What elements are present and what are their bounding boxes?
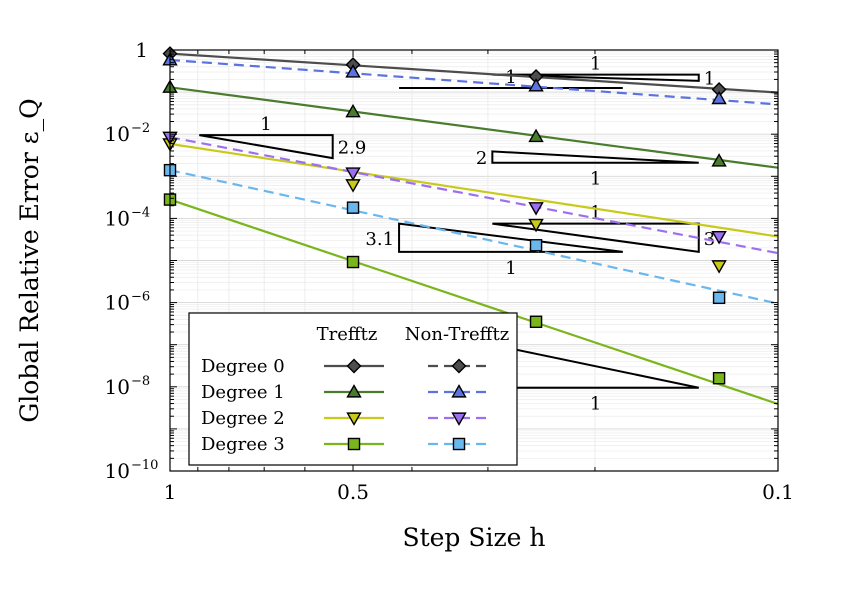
square-marker	[452, 437, 466, 451]
triangle-down-marker	[345, 167, 361, 181]
legend-header-non-trefftz: Non-Trefftz	[405, 324, 509, 345]
y-tick-label-exponent: −10	[131, 458, 158, 473]
diamond-marker	[451, 358, 467, 374]
slope-triangle	[492, 222, 700, 254]
slope-rise-label: 2	[476, 148, 487, 169]
y-tick-label-exponent: −6	[131, 290, 150, 305]
y-tick-label-exponent: −8	[131, 374, 150, 389]
series-lines	[170, 52, 778, 406]
square-marker	[712, 371, 726, 385]
series-line	[170, 86, 778, 169]
y-tick-label: 10	[105, 459, 130, 483]
triangle-down-marker	[528, 202, 544, 216]
slope-run-label: 1	[590, 54, 601, 75]
triangle-down-marker	[711, 260, 727, 274]
triangle-up-marker	[528, 78, 544, 92]
slope-run-label: 1	[590, 394, 601, 415]
triangle-up-marker	[711, 153, 727, 167]
slope-rise-label: 1	[704, 69, 715, 90]
slope-triangle	[491, 150, 699, 164]
diamond-marker	[346, 358, 362, 374]
triangle-down-marker	[528, 218, 544, 233]
square-marker	[712, 291, 726, 305]
y-tick-label: 10	[105, 122, 130, 146]
triangle-up-marker	[711, 90, 727, 105]
y-axis-label: Global Relative Error ε_Q	[15, 98, 44, 422]
slope-run-label: 1	[590, 203, 601, 224]
triangle-down-marker	[711, 231, 727, 245]
x-tick-label: 1	[164, 480, 177, 504]
slope-run-label: 1	[590, 169, 601, 190]
y-tick-label: 10	[105, 375, 130, 399]
triangle-up-marker	[528, 128, 544, 143]
series-line	[170, 136, 778, 255]
triangle-up-marker	[451, 384, 467, 398]
series-line	[170, 52, 778, 94]
y-tick-label-exponent: −2	[131, 121, 150, 136]
y-tick-label: 10	[105, 206, 130, 230]
x-tick-label: 0.5	[337, 480, 369, 504]
square-marker	[346, 255, 360, 269]
legend-label: Degree 1	[201, 382, 285, 403]
series-line	[170, 142, 778, 238]
series-line	[170, 58, 778, 106]
slope-rise-label: 3.1	[365, 229, 394, 250]
x-axis-label: Step Size h	[402, 523, 545, 552]
series-markers	[162, 46, 727, 385]
legend-header-trefftz: Trefftz	[317, 324, 378, 345]
slope-rise-label: 2.9	[338, 138, 367, 159]
series-line	[170, 169, 778, 305]
slope-triangle	[492, 73, 700, 82]
slope-run-label: 1	[260, 114, 271, 135]
slope-triangle	[398, 222, 623, 253]
legend-label: Degree 0	[201, 356, 285, 377]
legend-label: Degree 3	[201, 434, 285, 455]
legend-label: Degree 2	[201, 408, 285, 429]
triangle-up-marker	[345, 64, 361, 78]
slope-run-label: 1	[505, 258, 516, 279]
y-tick-label: 1	[135, 38, 148, 62]
square-marker	[346, 201, 360, 214]
triangle-up-marker	[346, 384, 362, 398]
square-marker	[529, 239, 543, 252]
y-tick-label-exponent: −4	[131, 205, 150, 220]
square-marker	[347, 437, 361, 451]
triangle-down-marker	[451, 412, 467, 426]
series-line	[170, 198, 778, 406]
slope-triangle	[199, 134, 334, 160]
y-tick-label: 10	[105, 291, 130, 315]
triangle-down-marker	[346, 412, 362, 426]
slope-run-label: 1	[505, 67, 516, 88]
x-tick-label: 0.1	[762, 480, 794, 504]
square-marker	[529, 315, 543, 329]
triangle-up-marker	[345, 103, 361, 118]
